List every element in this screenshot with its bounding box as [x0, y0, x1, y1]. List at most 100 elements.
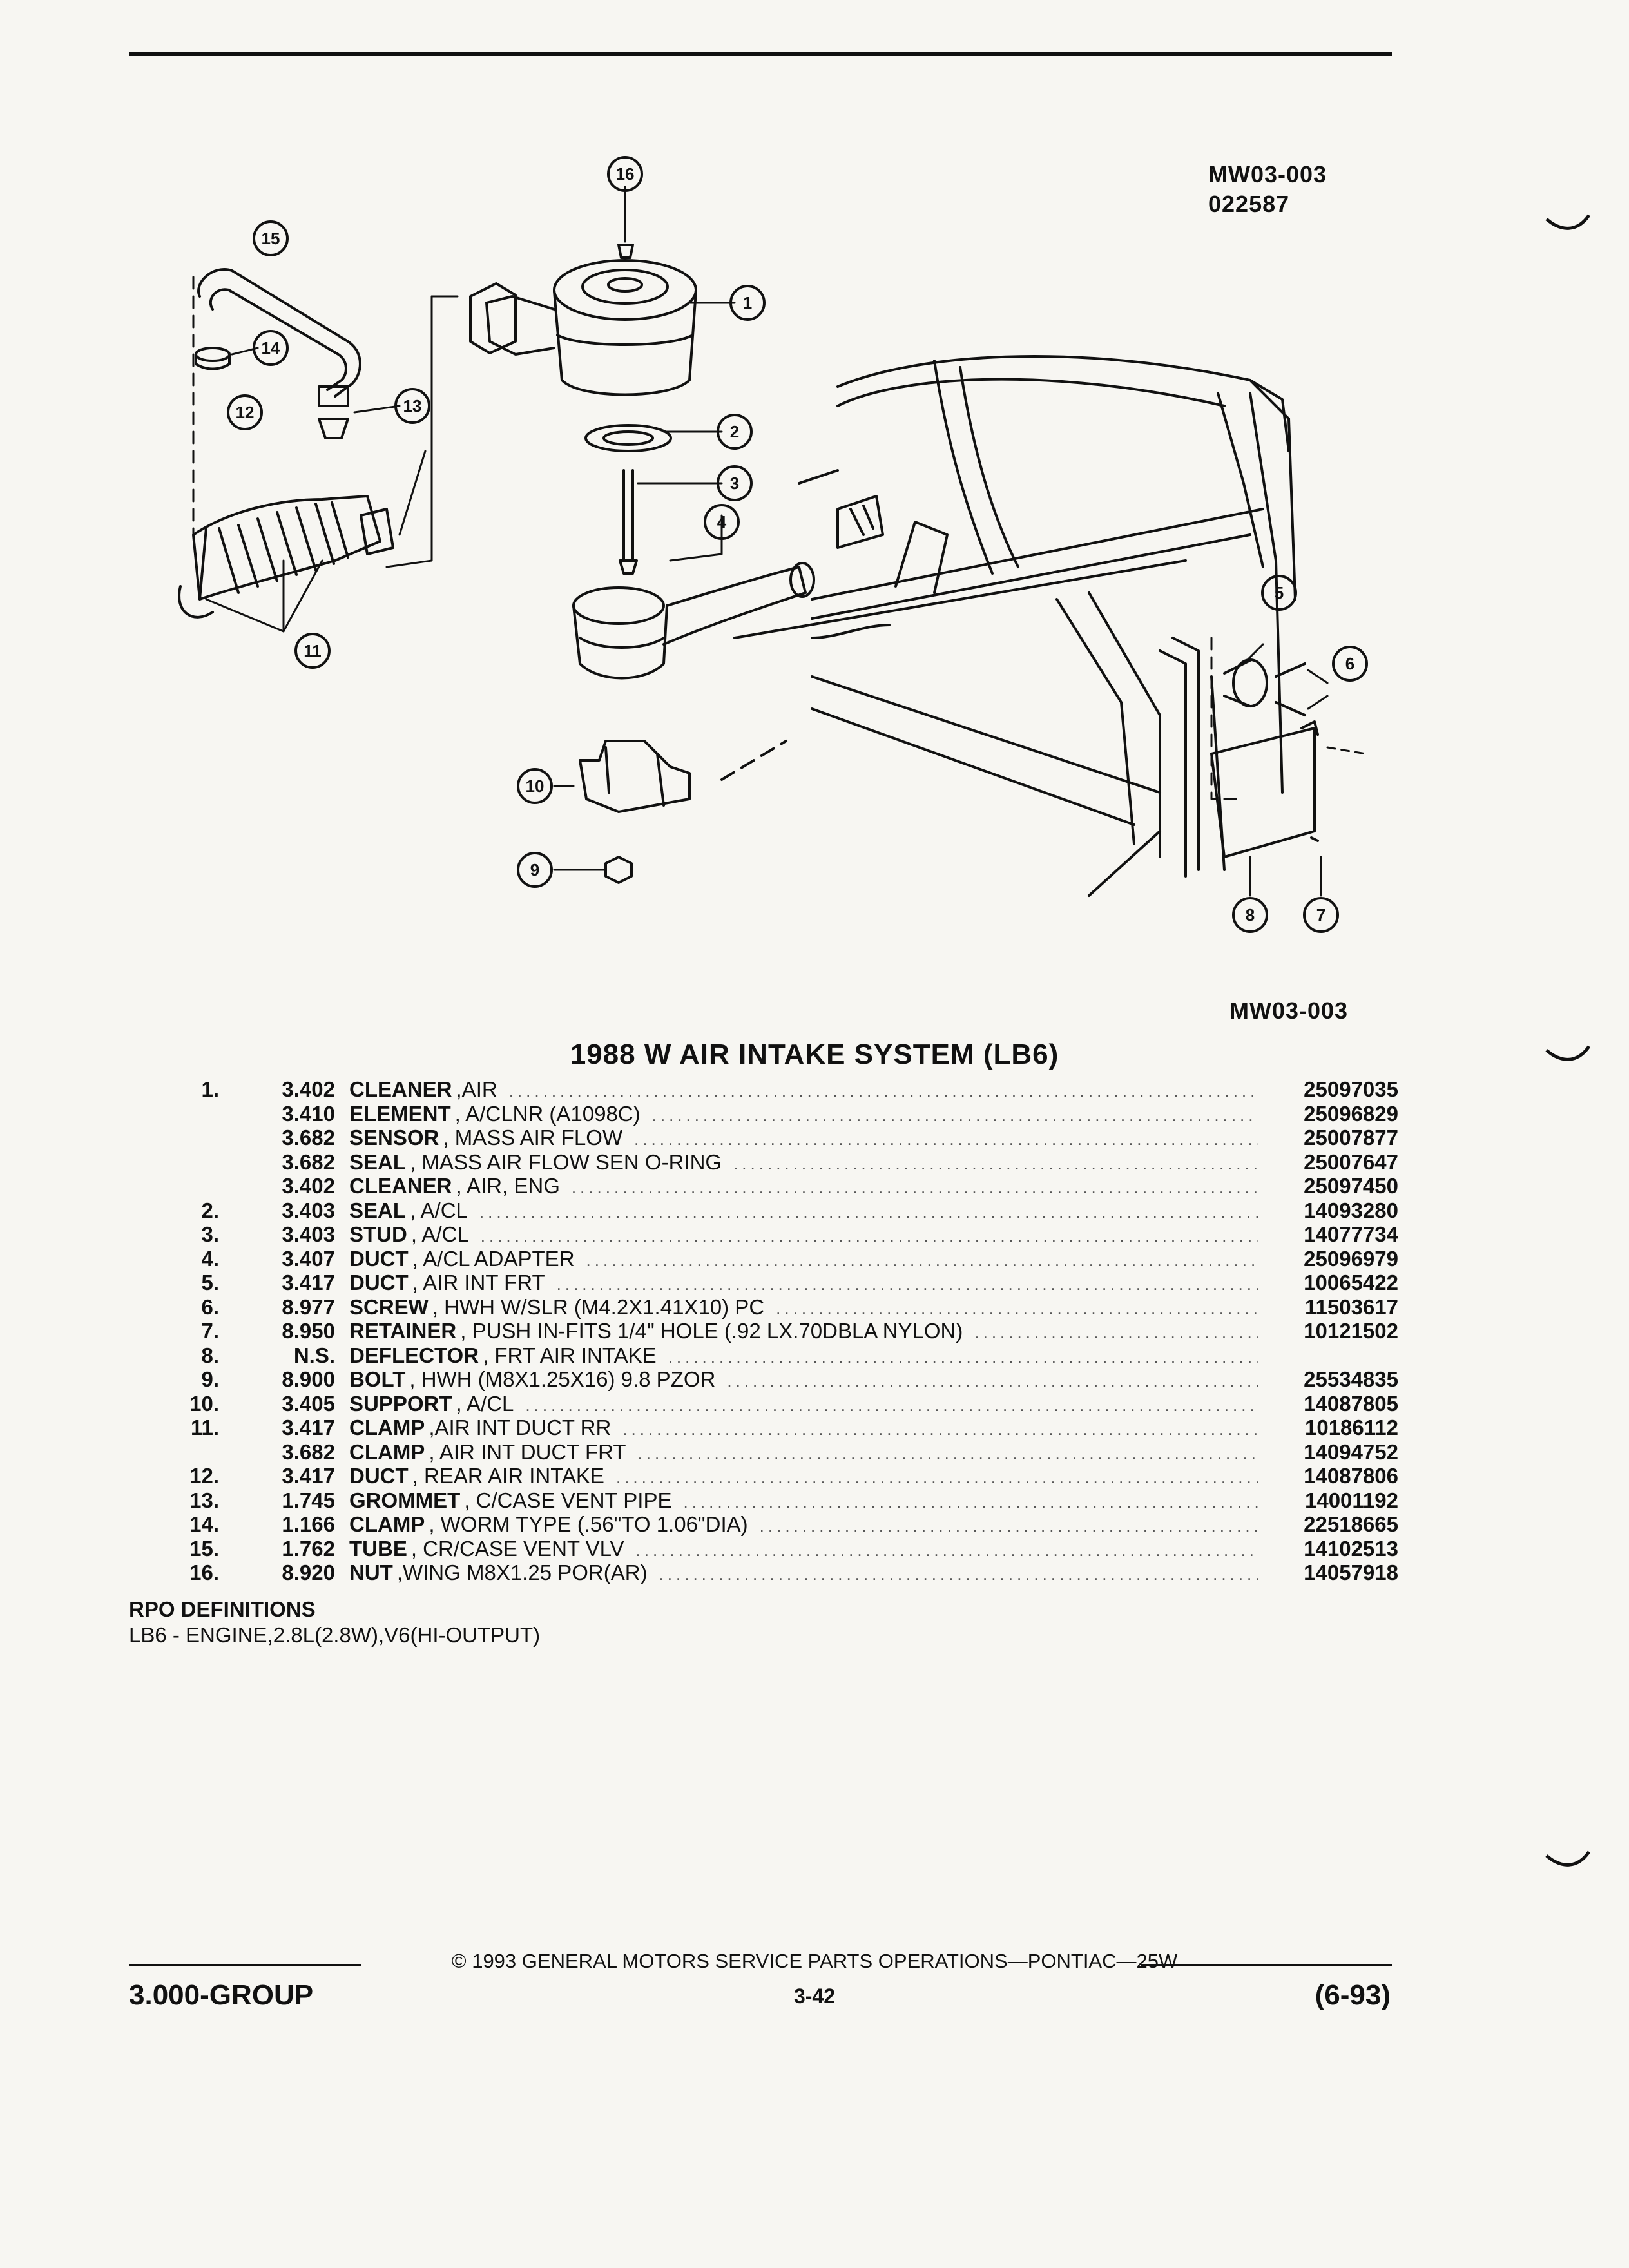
part-description: SEAL, A/CL	[349, 1198, 1269, 1223]
group-number: 3.417	[282, 1271, 335, 1294]
dot-leader	[974, 1323, 1258, 1343]
part-number: 14077734	[1304, 1222, 1398, 1246]
binder-mark-icon	[1545, 214, 1590, 230]
part-number: 25096829	[1304, 1101, 1398, 1126]
callout-circles	[227, 156, 1368, 933]
part-name: CLEANER	[349, 1174, 452, 1198]
footer-group: 3.000-GROUP	[129, 1979, 314, 2011]
part-number: 14087806	[1304, 1464, 1398, 1488]
part-description: CLEANER,AIR	[349, 1077, 1269, 1102]
part-name: SEAL	[349, 1198, 407, 1222]
callout-16: 16	[616, 164, 635, 184]
part-description: RETAINER, PUSH IN-FITS 1/4" HOLE (.92 LX…	[349, 1319, 1269, 1343]
part-name: DUCT	[349, 1271, 409, 1294]
rear-duct-drawing	[178, 268, 394, 619]
part-detail: , A/CL	[456, 1391, 514, 1416]
part-number: 25534835	[1304, 1367, 1398, 1391]
part-detail: ,AIR INT DUCT RR	[429, 1416, 612, 1439]
part-name: BOLT	[349, 1367, 406, 1391]
ref-number: 10.	[189, 1391, 219, 1416]
dot-leader	[652, 1106, 1258, 1126]
dot-leader	[760, 1516, 1258, 1536]
part-number: 25007647	[1304, 1149, 1398, 1174]
rpo-heading: RPO DEFINITIONS	[129, 1597, 316, 1621]
group-number: 3.407	[282, 1246, 335, 1271]
part-name: NUT	[349, 1561, 393, 1584]
table-row: 1. 3.402 CLEANER,AIR 25097035	[155, 1077, 1398, 1102]
ref-number: 3.	[201, 1222, 219, 1246]
part-description: CLAMP, WORM TYPE (.56"TO 1.06"DIA)	[349, 1512, 1269, 1537]
part-detail: , AIR INT DUCT FRT	[429, 1439, 626, 1464]
dot-leader	[636, 1541, 1258, 1561]
dot-leader	[634, 1129, 1258, 1149]
part-detail: , REAR AIR INTAKE	[412, 1464, 604, 1488]
ref-number: 16.	[189, 1561, 219, 1584]
part-name: SENSOR	[349, 1126, 439, 1149]
callout-8: 8	[1246, 905, 1255, 925]
part-number: 22518665	[1304, 1512, 1398, 1536]
part-detail: , AIR INT FRT	[412, 1271, 545, 1294]
footer-rule-right	[1141, 1964, 1392, 1966]
top-rule	[129, 52, 1392, 56]
part-detail: , A/CL	[410, 1198, 468, 1222]
binder-mark-icon	[1545, 1045, 1590, 1061]
part-number: 25096979	[1304, 1246, 1398, 1271]
part-detail: , AIR, ENG	[456, 1174, 560, 1198]
dot-leader	[616, 1468, 1258, 1488]
part-description: TUBE, CR/CASE VENT VLV	[349, 1537, 1269, 1561]
part-name: SUPPORT	[349, 1391, 452, 1416]
dot-leader	[727, 1371, 1258, 1391]
group-number: 3.403	[282, 1222, 335, 1246]
rpo-definition: LB6 - ENGINE,2.8L(2.8W),V6(HI-OUTPUT)	[129, 1623, 541, 1647]
group-number: 3.402	[282, 1174, 335, 1198]
group-number: 3.402	[282, 1077, 335, 1101]
part-name: DEFLECTOR	[349, 1343, 479, 1367]
leader-lines	[192, 186, 1367, 897]
part-number: 14102513	[1304, 1536, 1398, 1561]
vehicle-body-drawing	[733, 355, 1296, 897]
ref-number: 7.	[201, 1319, 219, 1343]
part-name: DUCT	[349, 1246, 409, 1271]
part-number: 11503617	[1304, 1294, 1398, 1319]
group-number: 1.745	[282, 1488, 335, 1512]
callout-7: 7	[1316, 905, 1325, 925]
dot-leader	[638, 1444, 1258, 1464]
part-description: SUPPORT, A/CL	[349, 1392, 1269, 1416]
part-name: DUCT	[349, 1464, 409, 1488]
part-detail: , HWH W/SLR (M4.2X1.41X10) PC	[432, 1294, 765, 1319]
group-number: 8.920	[282, 1561, 335, 1584]
table-row: 8.N.S.DEFLECTOR, FRT AIR INTAKE	[155, 1343, 1398, 1368]
part-description: CLEANER, AIR, ENG	[349, 1174, 1269, 1198]
dot-leader	[683, 1492, 1258, 1512]
part-detail: , A/CLNR (A1098C)	[454, 1101, 641, 1126]
part-number: 25097035	[1304, 1077, 1398, 1101]
ref-number: 8.	[201, 1343, 219, 1367]
dot-leader	[481, 1226, 1258, 1246]
part-detail: , MASS AIR FLOW SEN O-RING	[410, 1149, 722, 1174]
group-number: 3.403	[282, 1198, 335, 1222]
callout-11: 11	[304, 641, 322, 660]
figure-caption: MW03-003	[1229, 997, 1349, 1024]
footer-rule-left	[129, 1964, 361, 1966]
ref-number: 13.	[189, 1488, 219, 1512]
page-title: 1988 W AIR INTAKE SYSTEM (LB6)	[570, 1039, 1059, 1070]
part-detail: , FRT AIR INTAKE	[483, 1343, 657, 1367]
part-description: SCREW, HWH W/SLR (M4.2X1.41X10) PC	[349, 1295, 1269, 1320]
group-number: 3.682	[282, 1149, 335, 1174]
part-name: STUD	[349, 1222, 407, 1246]
part-name: SCREW	[349, 1294, 429, 1319]
dot-leader	[572, 1178, 1258, 1198]
rpo-definitions: RPO DEFINITIONS LB6 - ENGINE,2.8L(2.8W),…	[129, 1597, 540, 1648]
ref-number: 1.	[201, 1077, 219, 1101]
air-intake-exploded-diagram: 16 15 1 14 2 13 12 3 4 5 6 11 10 9 8 7	[178, 156, 1368, 933]
part-number: 10186112	[1304, 1416, 1398, 1439]
